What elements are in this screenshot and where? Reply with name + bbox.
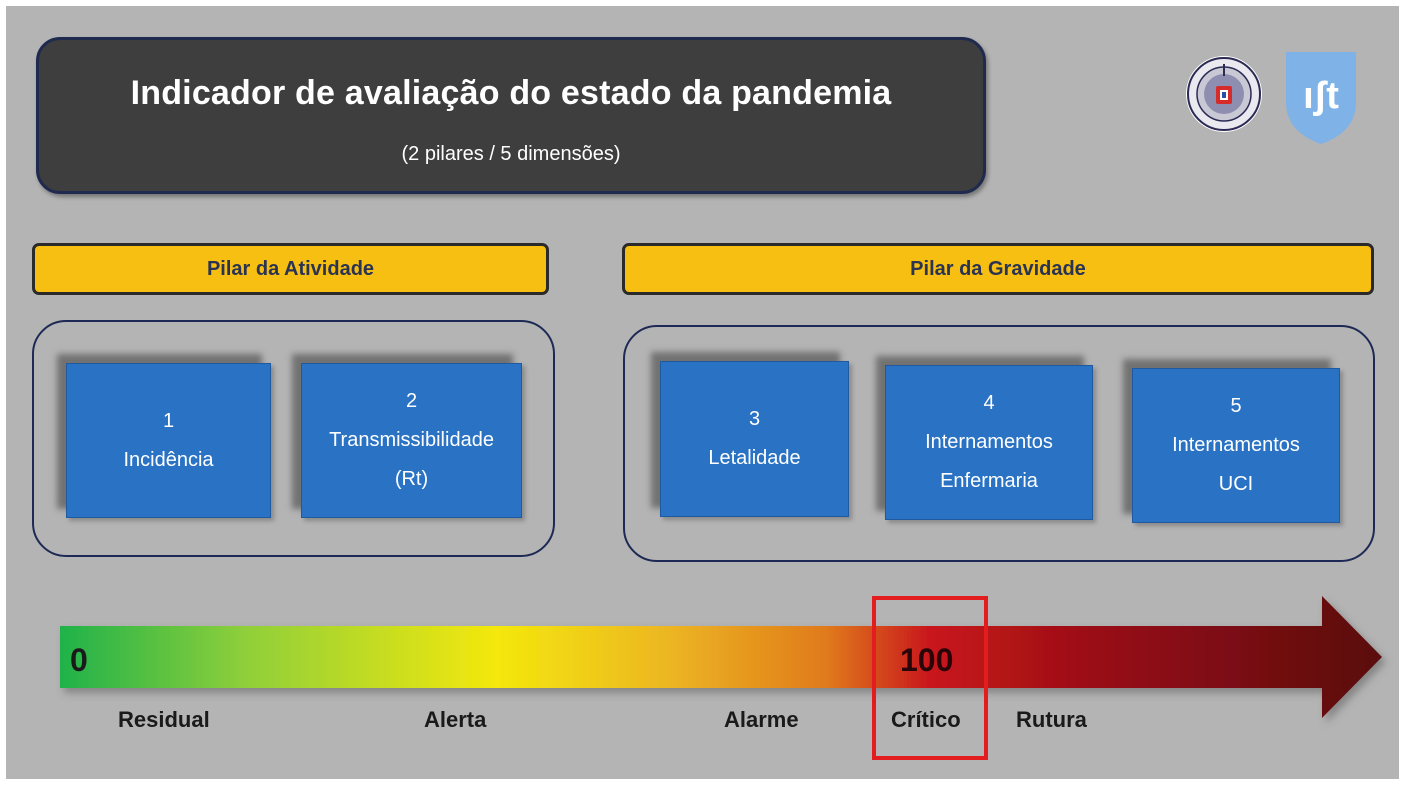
- severity-scale-arrow: [60, 596, 1382, 718]
- critical-highlight-box: [872, 596, 988, 760]
- seal-logo: [1186, 56, 1262, 132]
- ist-logo-text: ıʃt: [1303, 75, 1339, 117]
- dimension-box-transmissibilidade: 2 Transmissibilidade (Rt): [301, 363, 522, 518]
- pillar-group-gravidade: [623, 325, 1375, 562]
- diagram-canvas: Indicador de avaliação do estado da pand…: [6, 6, 1399, 779]
- dimension-number: 5: [1230, 395, 1242, 417]
- scale-level-alarme: Alarme: [724, 707, 799, 732]
- dimension-label: Letalidade: [708, 447, 801, 469]
- dimension-box-internamentos-uci: 5 Internamentos UCI: [1132, 368, 1340, 523]
- dimension-label: Transmissibilidade: [329, 429, 494, 451]
- dimension-number: 2: [405, 390, 418, 412]
- scale-start-value: 0: [70, 642, 88, 678]
- scale-mark-value: 100: [900, 642, 954, 678]
- dimension-label-line2: Enfermaria: [940, 470, 1038, 492]
- dimension-label: Internamentos: [925, 431, 1053, 453]
- pillar-header-atividade: Pilar da Atividade: [32, 243, 549, 295]
- scale-level-residual: Residual: [118, 707, 210, 732]
- dimension-label: Incidência: [123, 448, 214, 471]
- dimension-box-incidencia: 1 Incidência: [66, 363, 271, 518]
- dimension-number: 3: [748, 408, 761, 430]
- page-title: Indicador de avaliação do estado da pand…: [130, 74, 892, 112]
- ist-shield-logo: ıʃt: [1286, 52, 1356, 144]
- dimension-number: 4: [983, 392, 995, 414]
- logos: ıʃt: [1186, 46, 1366, 146]
- pillar-group-atividade: [32, 320, 555, 557]
- pillar-header-gravidade: Pilar da Gravidade: [622, 243, 1374, 295]
- page-subtitle: (2 pilares / 5 dimensões): [401, 143, 621, 165]
- dimension-label-line2: (Rt): [394, 468, 429, 490]
- dimension-box-internamentos-enfermaria: 4 Internamentos Enfermaria: [885, 365, 1093, 520]
- scale-level-alerta: Alerta: [424, 707, 487, 732]
- title-panel: Indicador de avaliação do estado da pand…: [36, 37, 986, 194]
- scale-level-rutura: Rutura: [1016, 707, 1087, 732]
- dimension-label-line2: UCI: [1218, 473, 1254, 495]
- dimension-label: Internamentos: [1172, 434, 1300, 456]
- dimension-number: 1: [162, 409, 175, 432]
- dimension-box-letalidade: 3 Letalidade: [660, 361, 849, 517]
- scale-level-critico: Crítico: [891, 707, 961, 732]
